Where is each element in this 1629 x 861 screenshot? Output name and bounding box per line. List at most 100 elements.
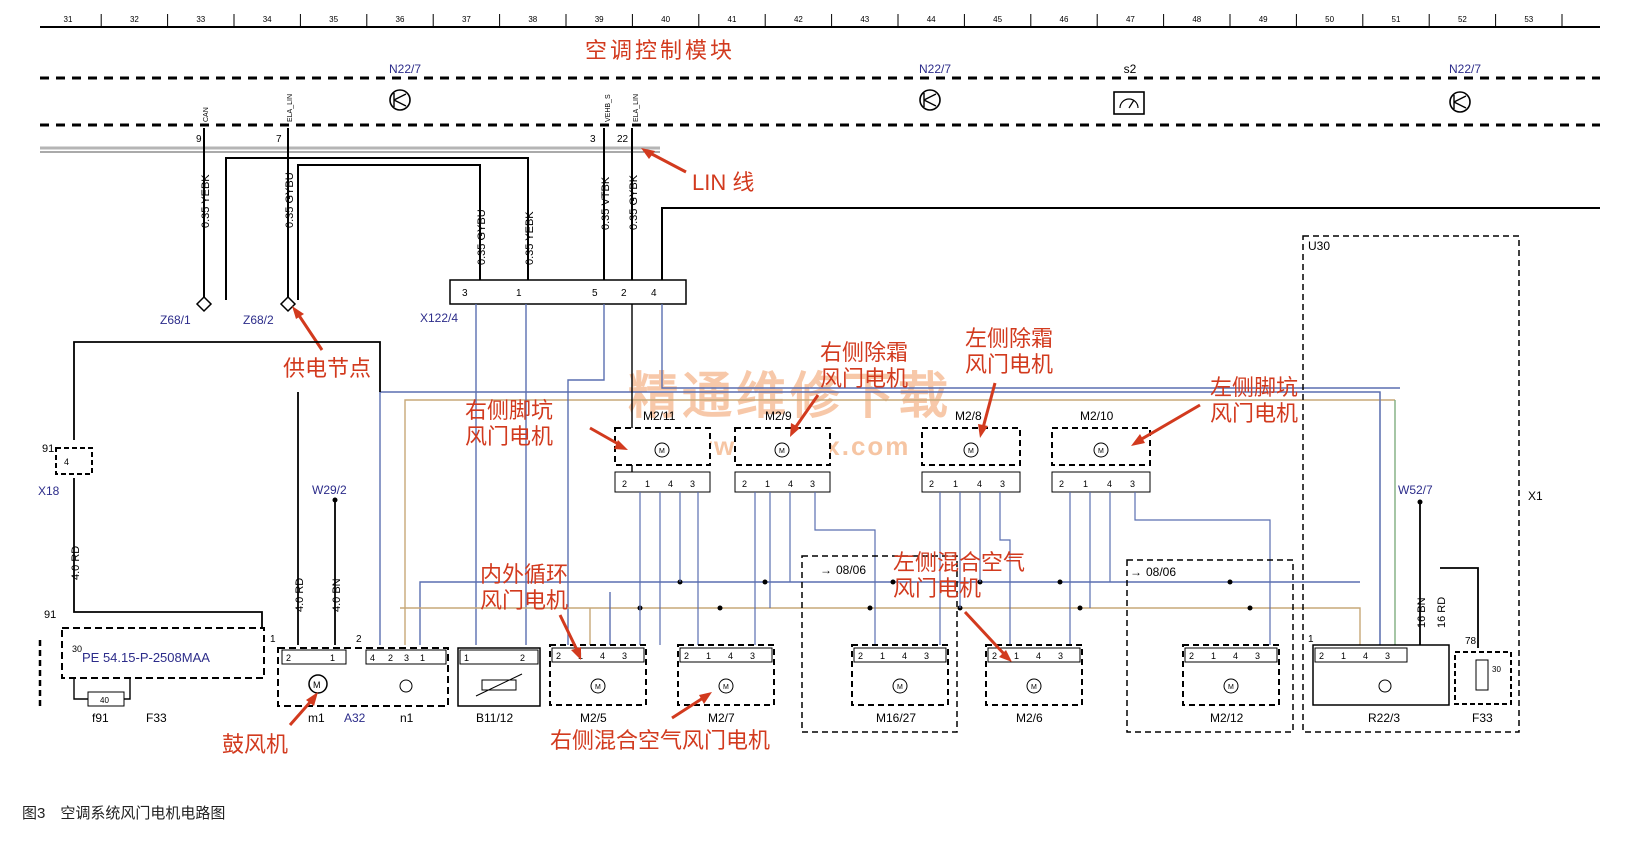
svg-text:3: 3 — [1385, 651, 1390, 661]
wire-label: 0.35 YEBK — [200, 174, 212, 228]
f33-fuse-box: 30 PE 54.15-P-2508MAA 40 f91 F33 — [38, 627, 265, 725]
component-label: F33 — [1472, 711, 1493, 725]
svg-text:W52/7: W52/7 — [1398, 483, 1433, 497]
svg-text:1: 1 — [765, 479, 770, 489]
svg-text:4: 4 — [788, 479, 793, 489]
svg-text:1: 1 — [1083, 479, 1088, 489]
svg-text:2: 2 — [684, 651, 689, 661]
svg-text:M: M — [1228, 684, 1234, 691]
svg-text:M: M — [723, 684, 729, 691]
svg-text:78: 78 — [1465, 636, 1477, 647]
figure-caption: 图3 空调系统风门电机电路图 — [22, 805, 225, 822]
svg-text:M: M — [968, 448, 974, 455]
date-code: 08/06 — [1146, 565, 1176, 579]
pin-signal: VEHB_S — [605, 94, 612, 122]
svg-text:4: 4 — [1233, 651, 1238, 661]
svg-text:M: M — [313, 680, 321, 690]
svg-text:左侧除霜风门电机: 左侧除霜风门电机 — [965, 326, 1053, 377]
connector-label: X122/4 — [420, 311, 458, 325]
z68-2-node: Z68/2 — [243, 295, 297, 327]
n22-label: N22/7 — [919, 62, 951, 76]
svg-text:→: → — [820, 563, 832, 577]
svg-text:1: 1 — [1211, 651, 1216, 661]
svg-text:1: 1 — [464, 653, 469, 663]
svg-text:4: 4 — [668, 479, 673, 489]
svg-text:4: 4 — [1363, 651, 1368, 661]
svg-text:M: M — [1031, 684, 1037, 691]
fuse-label: F33 — [146, 711, 167, 725]
right-wires — [1379, 392, 1479, 648]
svg-text:2: 2 — [1319, 651, 1324, 661]
component-label: M16/27 — [876, 711, 916, 725]
svg-text:右侧脚坑风门电机: 右侧脚坑风门电机 — [465, 398, 553, 449]
motor-label: M2/9 — [765, 409, 792, 423]
svg-text:3: 3 — [1058, 651, 1063, 661]
svg-text:2: 2 — [388, 653, 393, 663]
ruler-number: 35 — [329, 15, 338, 24]
wire-label: 4.0 RD — [70, 546, 82, 580]
ruler-number: 39 — [595, 15, 604, 24]
svg-text:3: 3 — [404, 653, 409, 663]
motor-label: M2/10 — [1080, 409, 1114, 423]
ruler-number: 51 — [1392, 15, 1401, 24]
svg-text:内外循环风门电机: 内外循环风门电机 — [480, 562, 568, 613]
wire-label: 0.35 GYBU — [476, 209, 488, 265]
w29-2-ground: W29/2 — [312, 483, 347, 503]
wire-label: 0.35 GYBU — [284, 172, 296, 228]
wire-label: 4.0 BN — [331, 578, 343, 612]
svg-text:3: 3 — [1130, 479, 1135, 489]
date-code: 08/06 — [836, 563, 866, 577]
svg-text:2: 2 — [992, 651, 997, 661]
pin-number: 22 — [617, 134, 629, 145]
x122-4-connector: 3 1 5 2 4 X122/4 — [420, 279, 687, 325]
svg-text:91: 91 — [42, 443, 54, 455]
svg-text:→: → — [1130, 565, 1142, 579]
node-label: Z68/1 — [160, 313, 191, 327]
svg-text:2: 2 — [286, 653, 291, 663]
component-label: M2/5 — [580, 711, 607, 725]
annotation-right-mix: 右侧混合空气风门电机 — [550, 692, 770, 753]
svg-text:1: 1 — [706, 651, 711, 661]
node-label: Z68/2 — [243, 313, 274, 327]
ruler-number: 42 — [794, 15, 803, 24]
svg-text:M: M — [595, 684, 601, 691]
svg-text:4: 4 — [370, 653, 375, 663]
svg-text:左侧混合空气风门电机: 左侧混合空气风门电机 — [893, 550, 1025, 601]
svg-text:1: 1 — [516, 288, 522, 299]
svg-text:3: 3 — [924, 651, 929, 661]
n22-7-icon: N22/7 — [389, 62, 421, 111]
region-label: U30 — [1308, 239, 1330, 253]
component-label: n1 — [400, 711, 414, 725]
watermark-text: 精通维修下载 — [628, 368, 952, 424]
w52-7-ground: W52/7 — [1398, 483, 1433, 505]
component-label: B11/12 — [476, 711, 513, 725]
svg-text:1: 1 — [420, 653, 425, 663]
region-label: X1 — [1528, 489, 1543, 503]
z68-1-node: Z68/1 — [160, 295, 213, 327]
annotation-blower: 鼓风机 — [222, 692, 318, 757]
svg-text:M: M — [779, 448, 785, 455]
svg-text:40: 40 — [100, 696, 109, 705]
supply-node-arrow — [296, 313, 324, 351]
svg-text:2: 2 — [622, 479, 627, 489]
ruler-number: 50 — [1325, 15, 1334, 24]
svg-text:4: 4 — [64, 457, 69, 467]
module-pins: 9 7 3 22 CAN ELA_LIN VEHB_S ELA_LIN — [196, 94, 640, 145]
svg-text:3: 3 — [1000, 479, 1005, 489]
variant-region-2: → 08/06 — [1126, 559, 1294, 733]
svg-text:M: M — [897, 684, 903, 691]
s2-gauge-icon: s2 — [1113, 62, 1145, 115]
annotation-recirc: 内外循环风门电机 — [480, 562, 581, 660]
ruler-number: 38 — [528, 15, 537, 24]
pin-number: 7 — [276, 134, 282, 145]
annotation-left-foot: 左侧脚坑风门电机 — [1131, 375, 1298, 446]
pin-number: 9 — [196, 134, 202, 145]
svg-text:1: 1 — [645, 479, 650, 489]
svg-text:2: 2 — [621, 288, 627, 299]
